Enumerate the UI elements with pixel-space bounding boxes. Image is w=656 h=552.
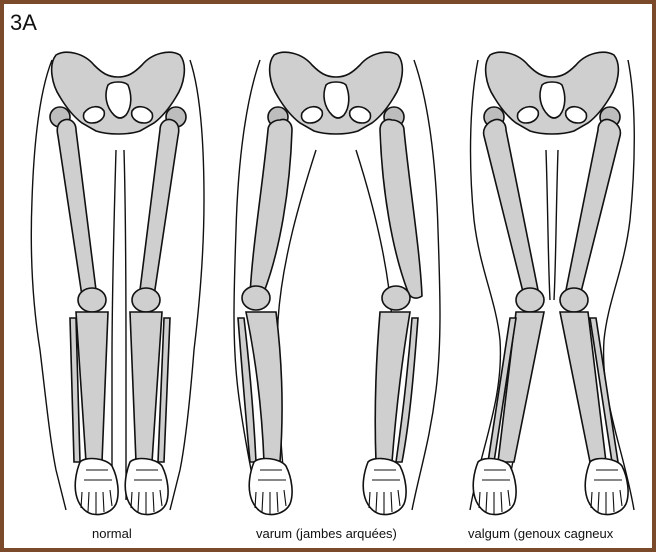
caption-valgum: valgum (genoux cagneux (468, 526, 652, 541)
caption-normal: normal (92, 526, 132, 541)
caption-varum: varum (jambes arquées) (256, 526, 397, 541)
figure-varum (234, 52, 440, 514)
figure-valgum (470, 52, 634, 514)
figure-normal (31, 52, 204, 514)
